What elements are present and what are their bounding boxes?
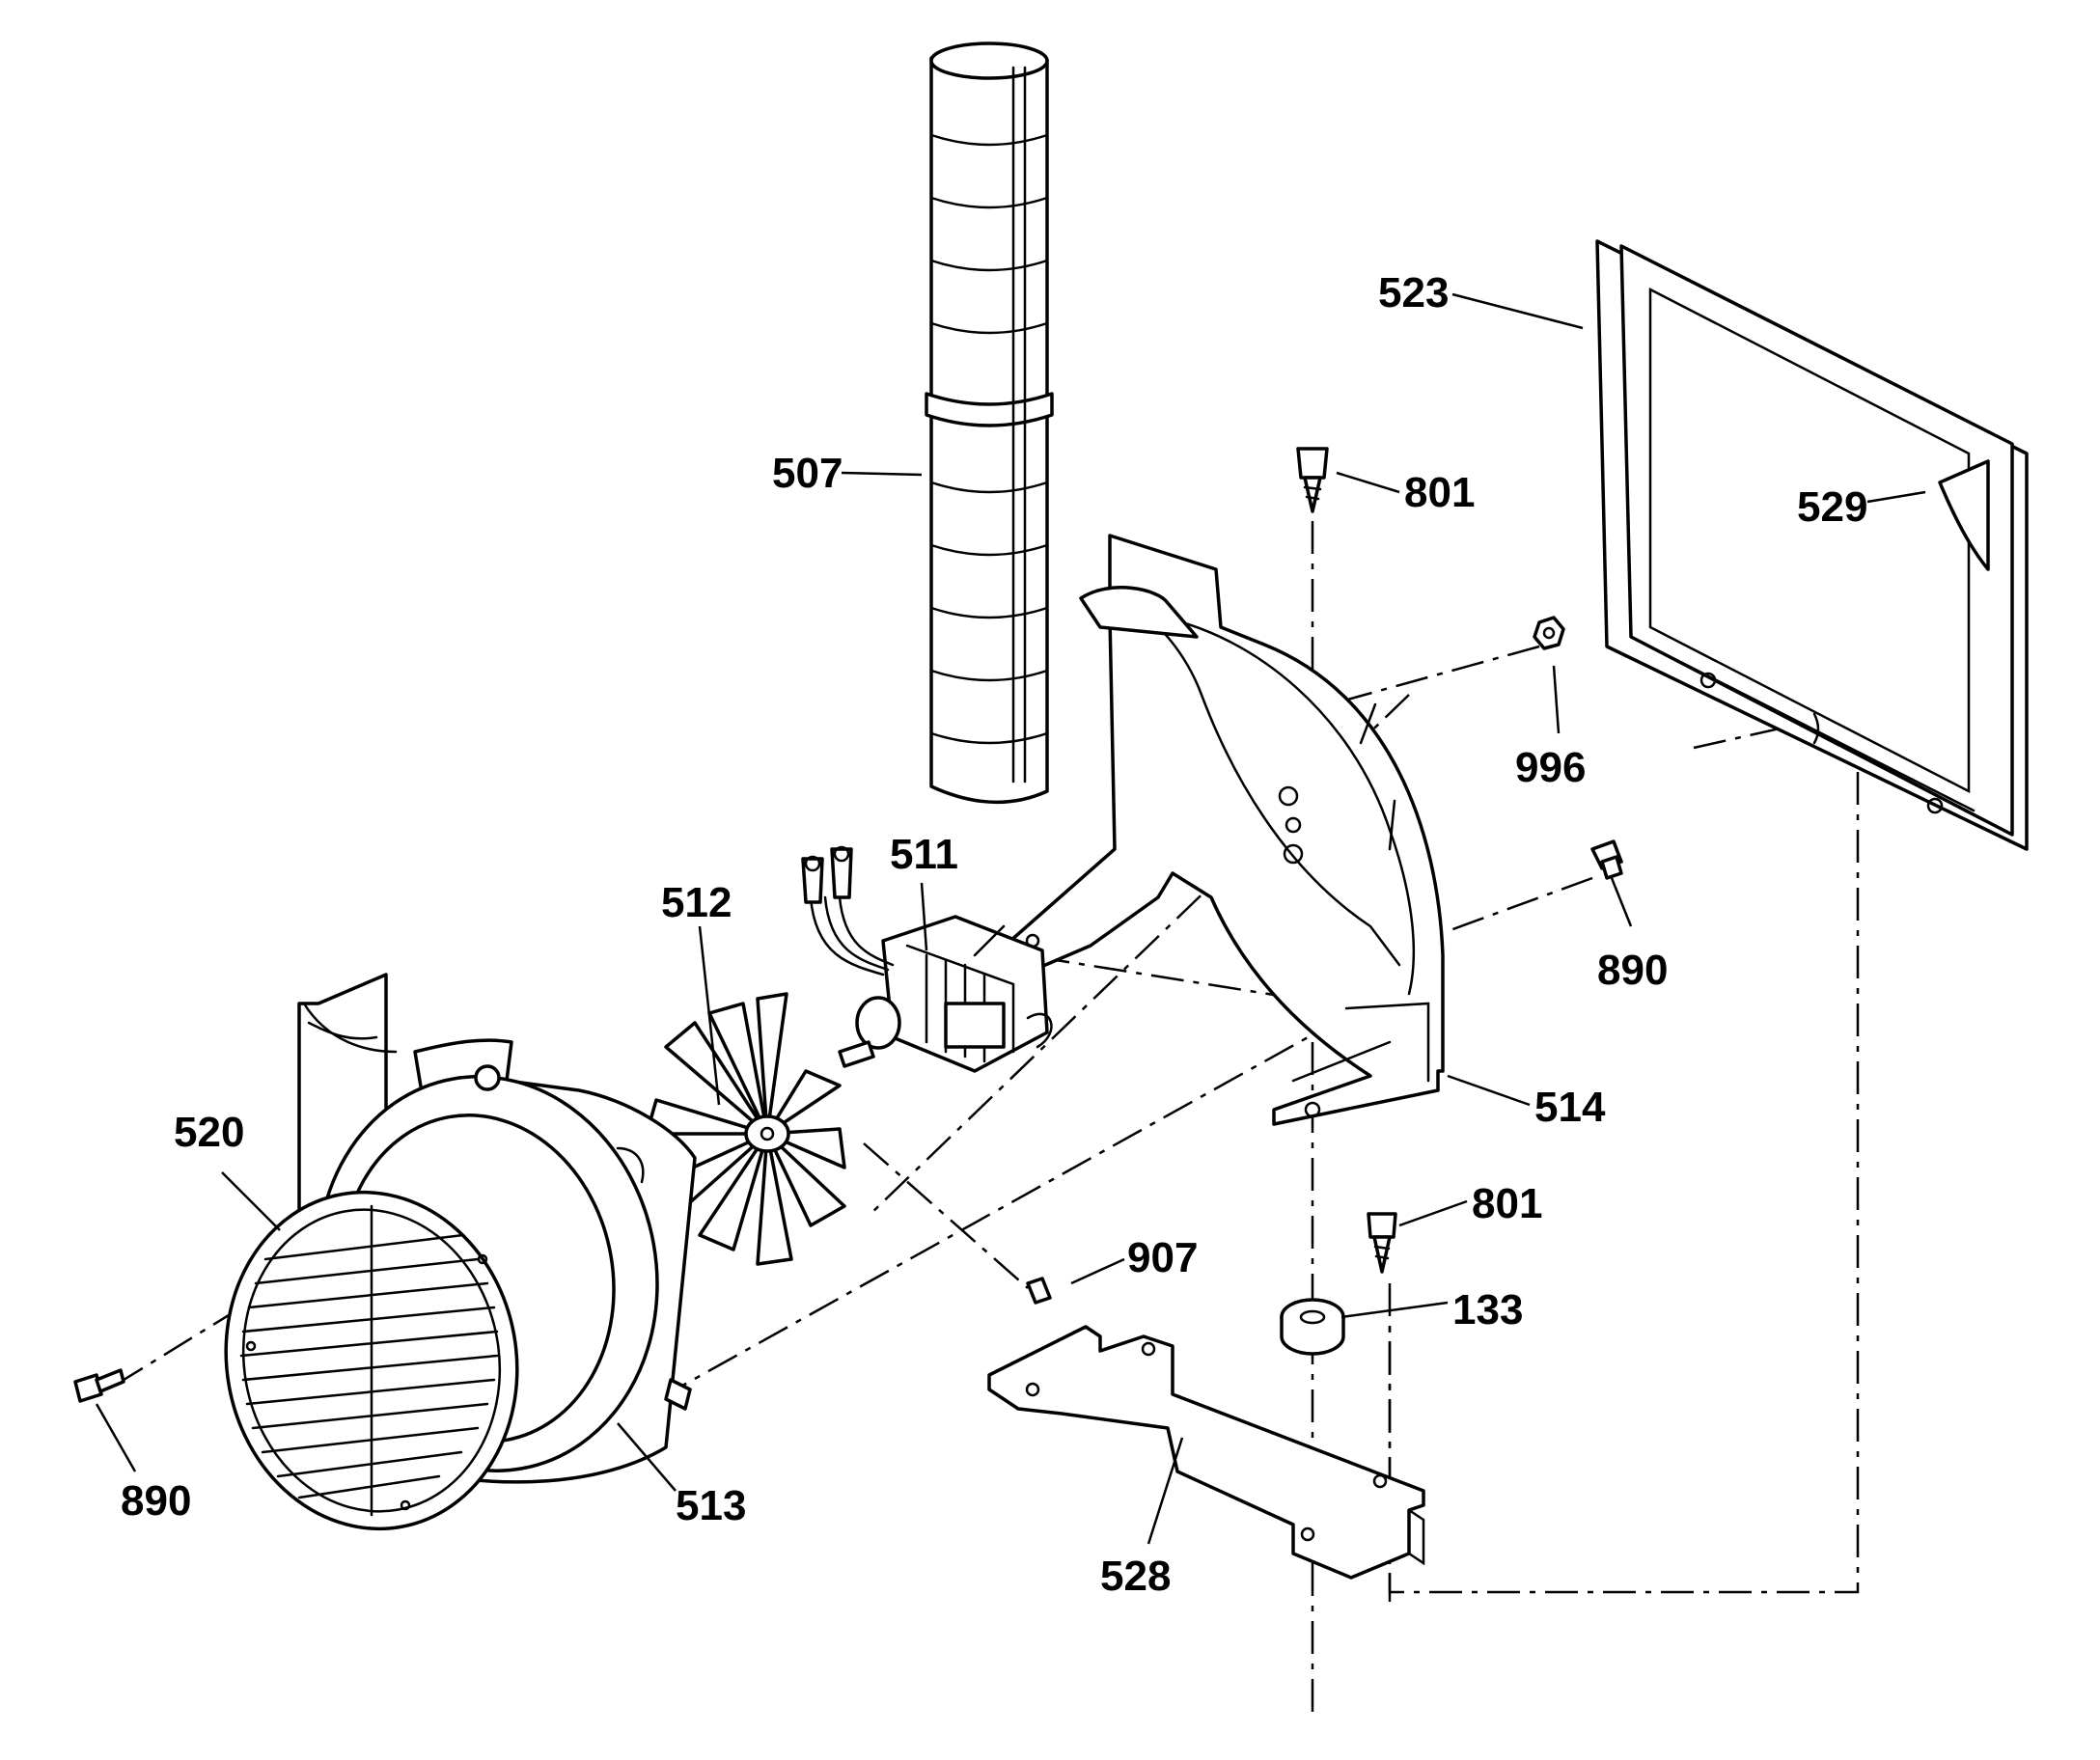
cover-panel-523 xyxy=(1595,239,2029,851)
callout-133: 133 xyxy=(1452,1286,1523,1334)
callout-528: 528 xyxy=(1100,1553,1171,1600)
callout-801-lower: 801 xyxy=(1472,1180,1542,1227)
set-screw-907 xyxy=(1026,1277,1052,1305)
callout-523: 523 xyxy=(1378,269,1449,316)
callout-511: 511 xyxy=(890,831,958,878)
screw-890-right xyxy=(1590,839,1623,880)
mounting-plate-528 xyxy=(987,1325,1425,1580)
screw-801-lower xyxy=(1367,1212,1397,1274)
screw-801-top xyxy=(1296,447,1329,513)
callout-890-left: 890 xyxy=(121,1477,191,1525)
callout-512: 512 xyxy=(661,879,732,926)
screw-890-left xyxy=(73,1368,125,1403)
callout-529: 529 xyxy=(1797,483,1867,531)
callout-801-top: 801 xyxy=(1404,469,1475,516)
callout-907: 907 xyxy=(1127,1234,1198,1281)
callout-520: 520 xyxy=(174,1109,244,1156)
grille-520 xyxy=(224,1190,519,1531)
callout-514: 514 xyxy=(1534,1084,1606,1131)
motor-lead-wires xyxy=(801,845,895,976)
leader-lines xyxy=(95,292,1926,1545)
callout-513: 513 xyxy=(676,1482,746,1529)
callout-996: 996 xyxy=(1515,744,1586,791)
spacer-133 xyxy=(1280,1298,1345,1356)
nut-996 xyxy=(1533,616,1565,650)
motor-bracket-514 xyxy=(992,534,1445,1126)
callout-labels: 507 523 801 529 996 511 512 890 514 520 … xyxy=(121,269,1867,1600)
duct-tube-507 xyxy=(925,41,1054,805)
callout-890-right: 890 xyxy=(1597,947,1668,994)
fan-motor-511 xyxy=(838,915,1053,1073)
callout-507: 507 xyxy=(772,450,843,497)
corner-clip-529 xyxy=(1938,459,1990,571)
